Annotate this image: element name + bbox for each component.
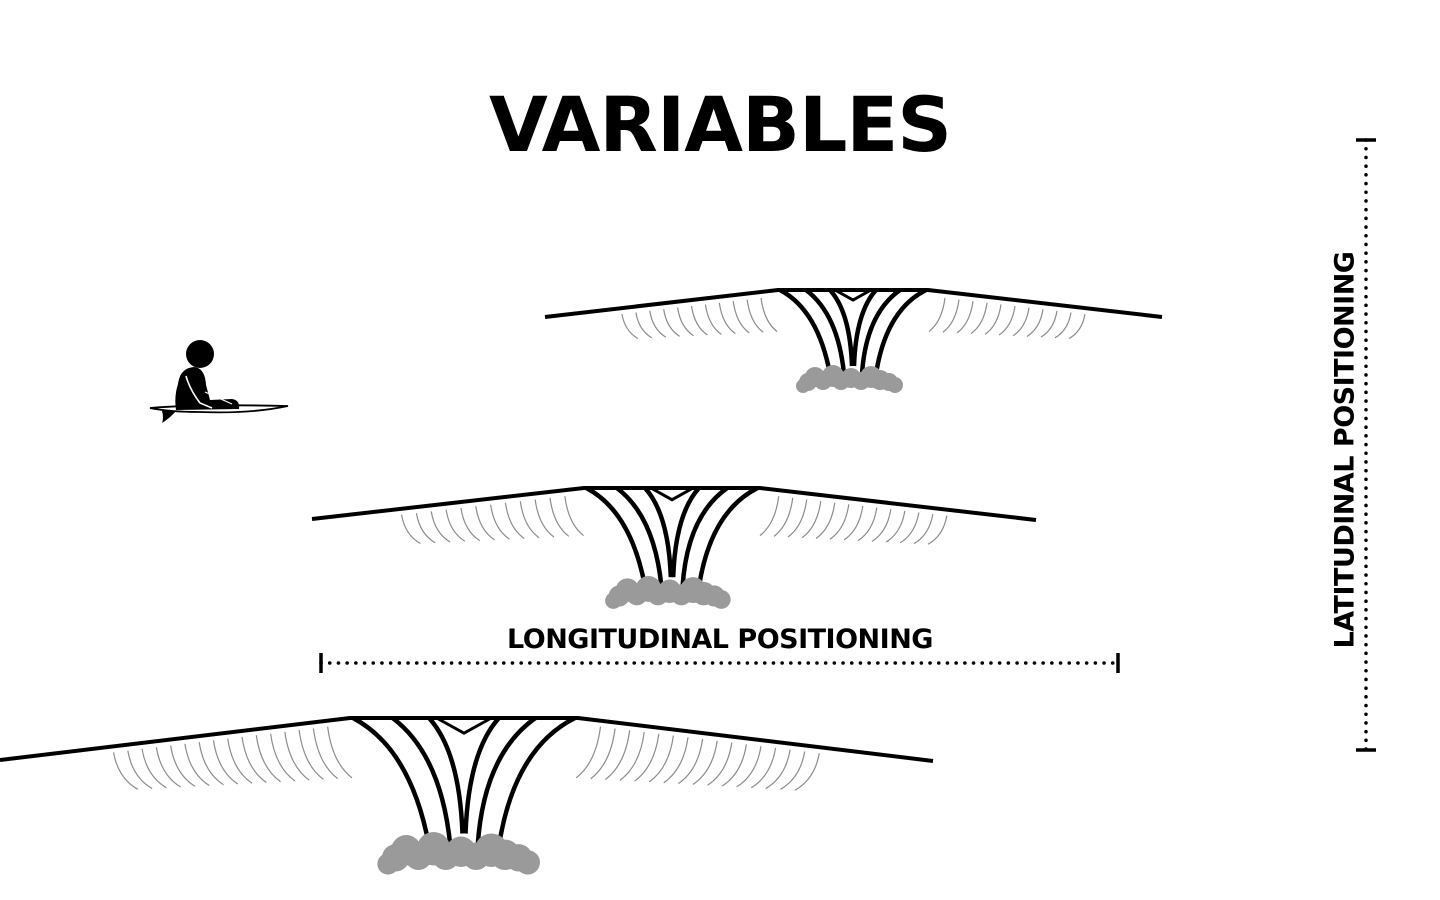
whitewater-foam bbox=[605, 576, 731, 609]
wave-bottom bbox=[0, 715, 934, 875]
swell-lines bbox=[400, 496, 948, 545]
page-title: VARIABLES bbox=[488, 80, 952, 169]
whitewater-foam bbox=[796, 365, 903, 393]
swell-lines bbox=[112, 726, 820, 791]
wave-middle bbox=[311, 485, 1037, 609]
latitudinal-dimension-line bbox=[1356, 138, 1376, 752]
longitudinal-dimension-line bbox=[319, 653, 1120, 673]
wave-top bbox=[544, 287, 1163, 393]
surfer-on-board-icon bbox=[149, 340, 289, 423]
longitudinal-positioning-label: LONGITUDINAL POSITIONING bbox=[507, 624, 933, 655]
whitewater-foam bbox=[377, 832, 541, 875]
swell-lines bbox=[621, 297, 1086, 340]
latitudinal-positioning-label: LATITUDINAL POSITIONING bbox=[1329, 251, 1361, 649]
